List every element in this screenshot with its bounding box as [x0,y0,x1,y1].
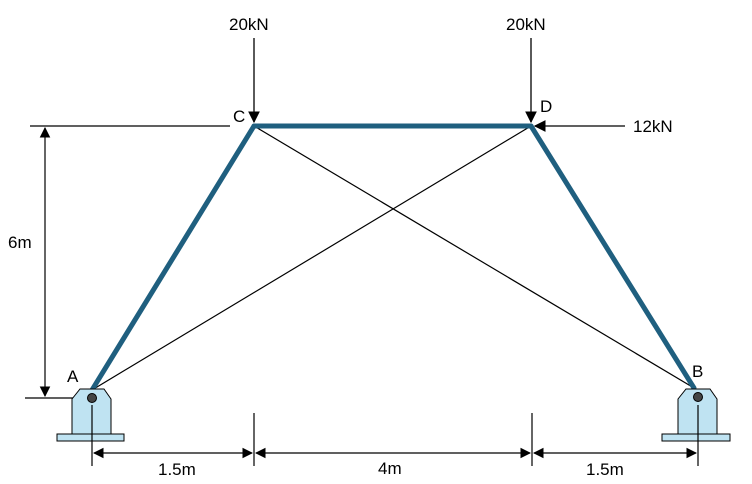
support-b-base [661,433,731,442]
middle-span-label: 4m [378,459,402,478]
left-span-label: 1.5m [158,460,196,479]
diagonal-member-ad [91,125,532,391]
member-ac [89,123,257,393]
member-db [528,123,697,391]
right-span-label: 1.5m [586,460,624,479]
support-b-pin [693,392,703,402]
load-d-vertical-label: 20kN [506,15,546,34]
support-b [661,388,731,442]
node-a-label: A [67,367,79,386]
support-a-base [56,433,125,442]
primary-members [89,123,697,393]
node-c-label: C [233,107,245,126]
load-d-horizontal-label: 12kN [633,117,673,136]
support-a [56,388,125,442]
support-a-pin [87,393,97,403]
height-label: 6m [8,233,32,252]
diagonal-member-cb [253,125,695,389]
node-b-label: B [692,362,703,381]
node-d-label: D [540,97,552,116]
load-c-label: 20kN [229,15,269,34]
